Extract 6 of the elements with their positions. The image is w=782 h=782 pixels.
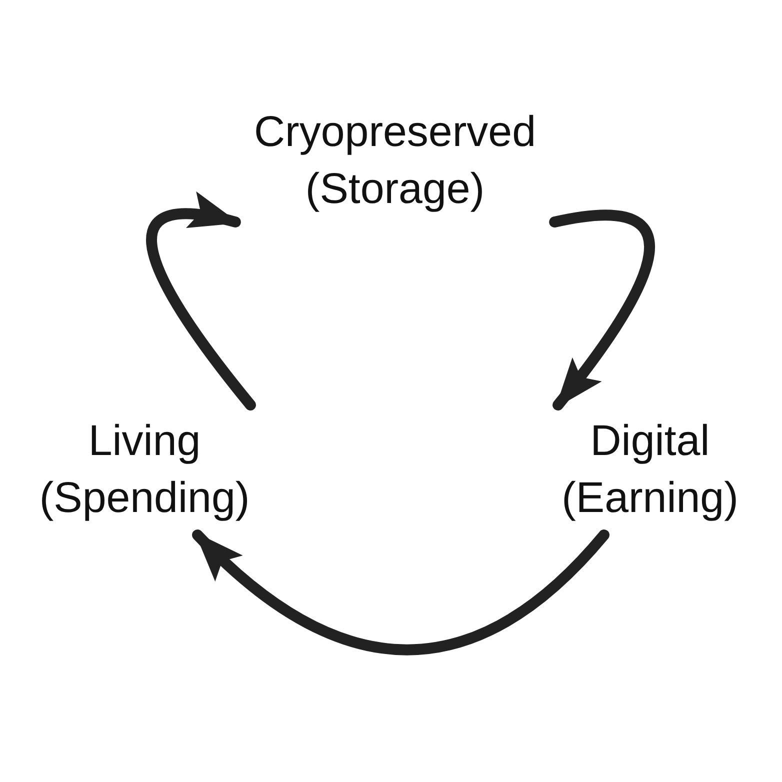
- stage-label: Cryopreserved (Storage): [253, 107, 537, 215]
- curved-arrow: [549, 210, 656, 410]
- stage-label: Digital (Earning): [560, 416, 740, 524]
- curved-arrow: [146, 193, 256, 410]
- stage-label: Living (Spending): [38, 416, 251, 524]
- curved-arrow: [192, 530, 610, 656]
